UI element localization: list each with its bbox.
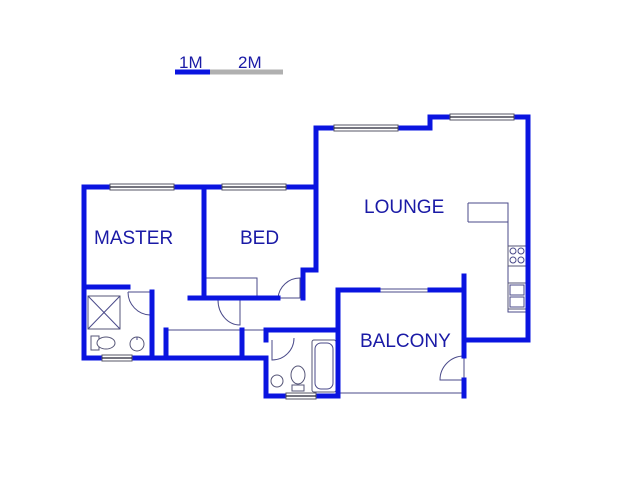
- toilet-icon: [96, 336, 116, 350]
- window-master-ensuite: [101, 354, 133, 362]
- bed-door-swing: [277, 277, 301, 299]
- room-label-balcony: BALCONY: [360, 331, 451, 352]
- scale-label-1m: 1M: [179, 53, 203, 72]
- master-ensuite-door-swing: [127, 291, 151, 316]
- scale-bar: 1M 2M: [175, 53, 283, 75]
- bathroom-basin-icon: [270, 374, 284, 388]
- balcony-door-swing: [439, 355, 465, 381]
- window-master: [109, 183, 175, 191]
- window-lounge-right: [449, 113, 515, 121]
- bed-cupboard: [204, 277, 258, 297]
- fixtures: [87, 245, 527, 393]
- window-bathroom: [285, 392, 317, 400]
- bathroom-toilet-icon: [290, 365, 306, 385]
- room-labels: MASTER BED LOUNGE BALCONY: [94, 197, 451, 352]
- walls: [81, 114, 531, 399]
- passage-door-swing: [217, 299, 241, 326]
- room-label-bed: BED: [240, 228, 279, 249]
- room-label-master: MASTER: [94, 228, 173, 249]
- window-bed: [221, 183, 287, 191]
- window-lounge-left: [333, 124, 399, 132]
- scale-label-2m: 2M: [238, 53, 262, 72]
- windows: [101, 113, 515, 400]
- room-label-lounge: LOUNGE: [364, 197, 444, 218]
- kitchen-sink-icon: [507, 282, 527, 310]
- bathroom-door-swing: [271, 337, 295, 361]
